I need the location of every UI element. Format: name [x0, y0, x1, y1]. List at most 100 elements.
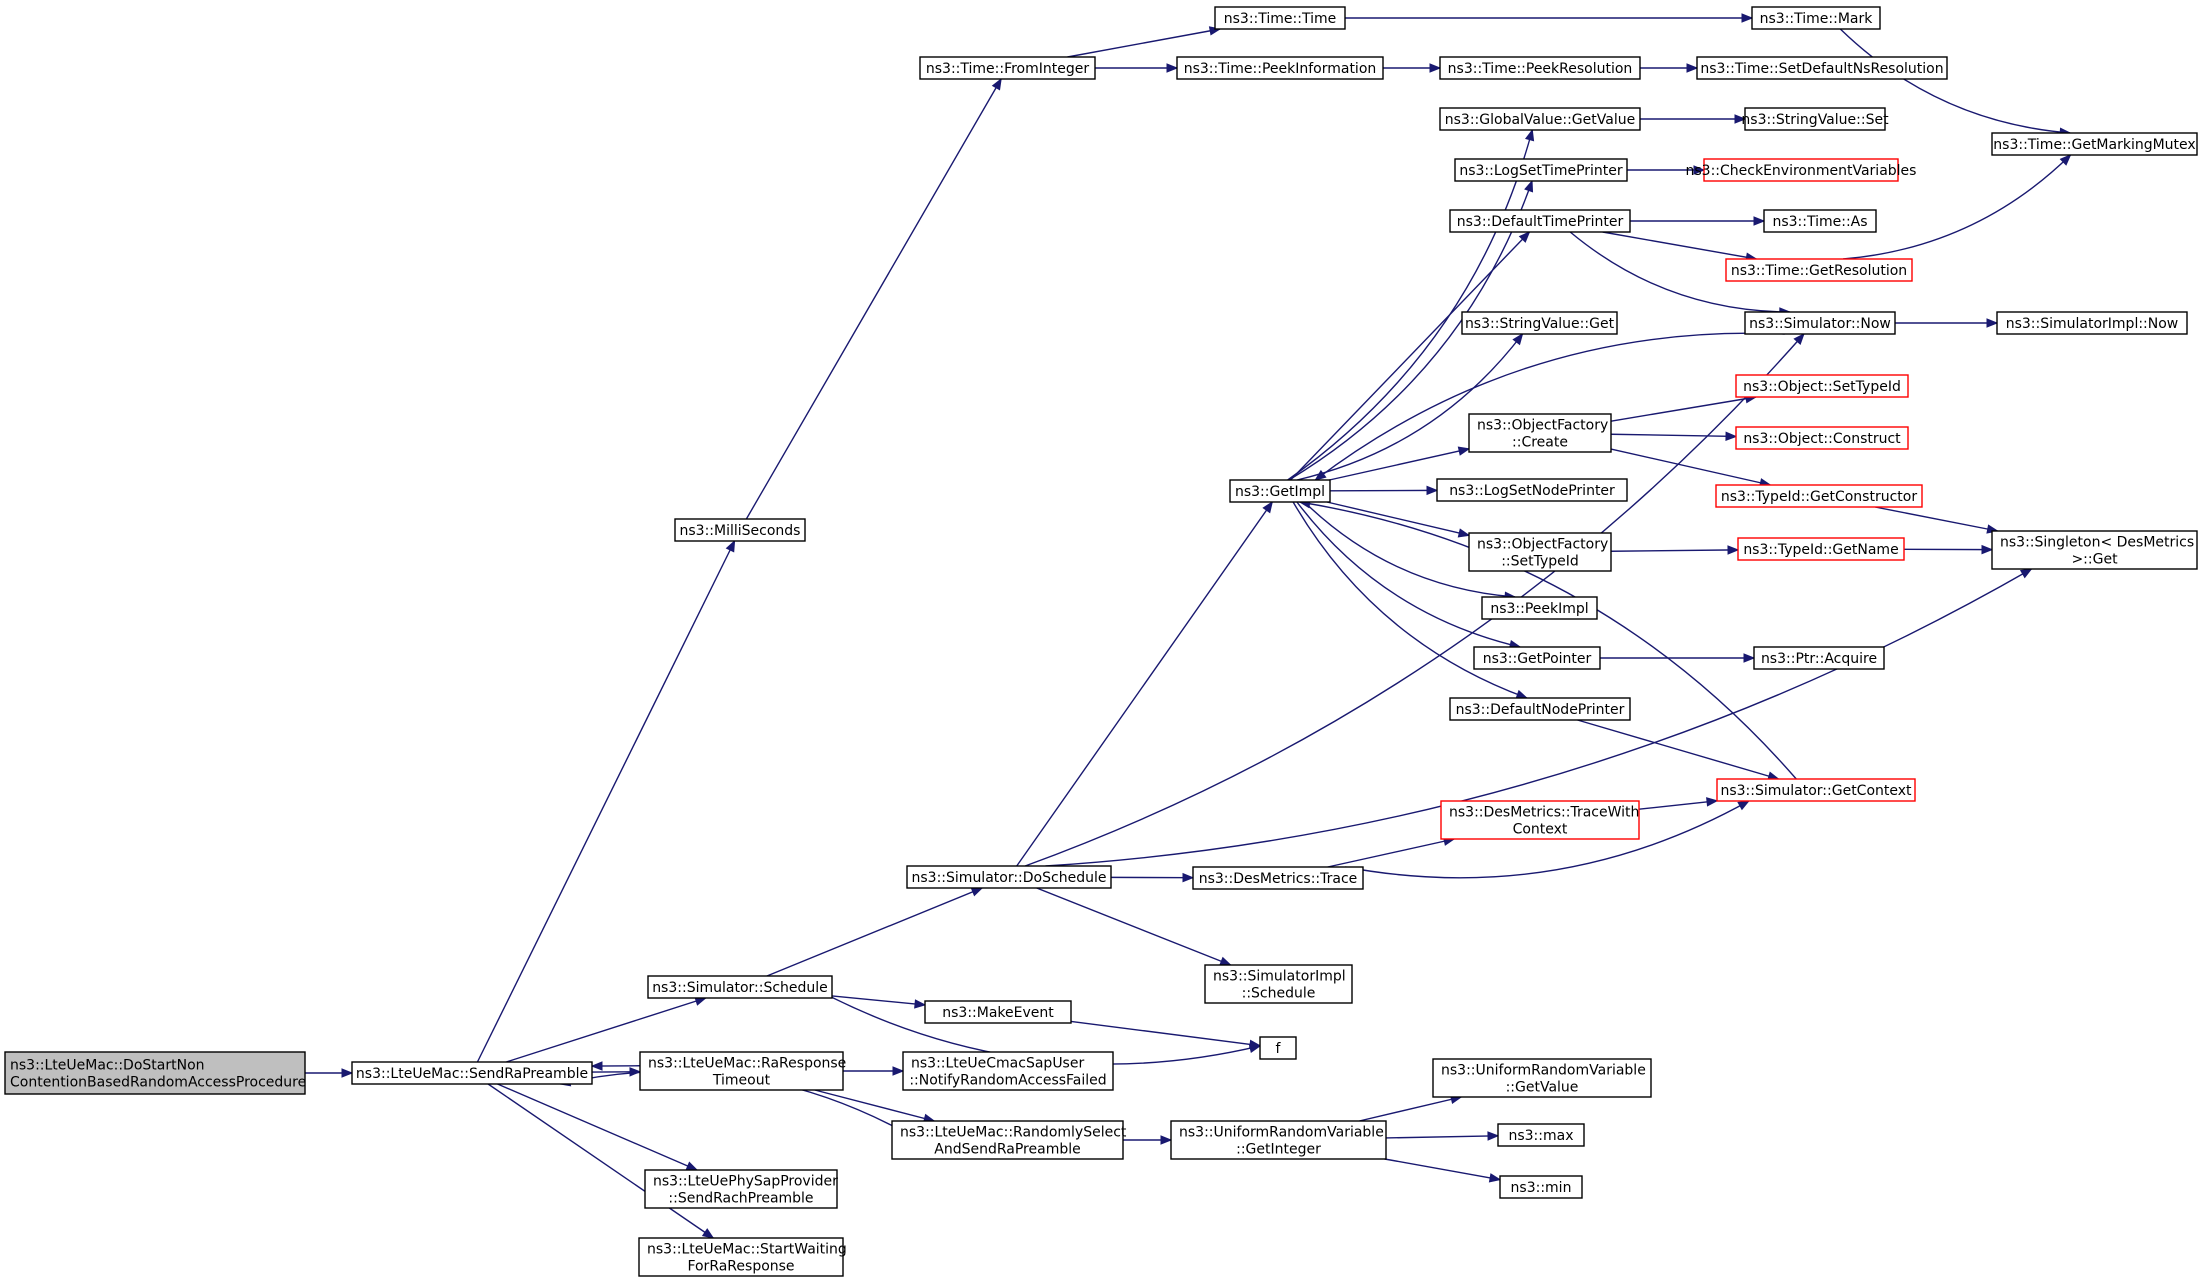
edge-line — [1287, 129, 1533, 481]
edge-logsettime-to-checkenv — [1627, 165, 1706, 175]
node-root[interactable]: ns3::LteUeMac::DoStartNonContentionBased… — [4, 1051, 306, 1095]
edge-line — [831, 995, 926, 1006]
node-box — [1192, 866, 1364, 890]
node-gvgetvalue[interactable]: ns3::GlobalValue::GetValue — [1439, 107, 1641, 131]
node-timetime[interactable]: ns3::Time::Time — [1214, 6, 1346, 30]
node-simschedule[interactable]: ns3::Simulator::Schedule — [647, 975, 833, 999]
edge-peekinfo-to-peekres — [1383, 63, 1442, 73]
node-deftime[interactable]: ns3::DefaultTimePrinter — [1449, 209, 1631, 233]
node-timeas[interactable]: ns3::Time::As — [1763, 209, 1877, 233]
node-notifyra[interactable]: ns3::LteUeCmacSapUser::NotifyRandomAcces… — [902, 1051, 1114, 1091]
edge-line — [1610, 396, 1757, 422]
node-logsetnode[interactable]: ns3::LogSetNodePrinter — [1436, 478, 1628, 502]
node-doschedule[interactable]: ns3::Simulator::DoSchedule — [906, 865, 1112, 889]
node-box — [1468, 532, 1612, 572]
edge-sendra-to-milli — [476, 539, 736, 1063]
edge-doschedule-to-dmtrace — [1110, 872, 1195, 883]
edge-doschedule-to-simimplsched — [1036, 887, 1232, 966]
node-min[interactable]: ns3::min — [1499, 1175, 1583, 1199]
node-ofcreate[interactable]: ns3::ObjectFactory::Create — [1468, 413, 1612, 453]
node-milli[interactable]: ns3::MilliSeconds — [674, 518, 806, 542]
edge-ofsettype-to-tidgetname — [1610, 545, 1740, 555]
node-box — [1454, 158, 1628, 182]
node-label: ns3::Singleton< DesMetrics — [2000, 535, 2194, 551]
node-tidgetctor[interactable]: ns3::TypeId::GetConstructor — [1715, 484, 1923, 508]
node-box — [638, 1237, 844, 1277]
node-label: ns3::Time::Time — [1224, 11, 1336, 27]
edge-line — [1610, 433, 1737, 438]
edge-simnow-to-simimplnow — [1895, 318, 1999, 328]
edge-line — [1610, 549, 1739, 552]
node-defnode[interactable]: ns3::DefaultNodePrinter — [1449, 697, 1631, 721]
node-peekimpl[interactable]: ns3::PeekImpl — [1481, 596, 1598, 620]
node-dmtrace[interactable]: ns3::DesMetrics::Trace — [1192, 866, 1364, 890]
node-logsettime[interactable]: ns3::LogSetTimePrinter — [1454, 158, 1628, 182]
node-label: ns3::DesMetrics::TraceWith — [1449, 805, 1639, 821]
node-objconstruct[interactable]: ns3::Object::Construct — [1735, 426, 1909, 450]
edge-arrowhead — [1262, 500, 1274, 514]
node-box — [1996, 311, 2188, 335]
node-svget[interactable]: ns3::StringValue::Get — [1461, 311, 1618, 335]
edge-line — [1024, 333, 1805, 867]
node-simimplnow[interactable]: ns3::SimulatorImpl::Now — [1996, 311, 2188, 335]
node-timemark[interactable]: ns3::Time::Mark — [1751, 6, 1881, 30]
node-tidgetname[interactable]: ns3::TypeId::GetName — [1737, 537, 1905, 561]
node-makeevent[interactable]: ns3::MakeEvent — [924, 1000, 1072, 1024]
node-getres[interactable]: ns3::Time::GetResolution — [1725, 258, 1913, 282]
node-f[interactable]: f — [1259, 1036, 1297, 1060]
node-peekres[interactable]: ns3::Time::PeekResolution — [1439, 56, 1641, 80]
node-label: ns3::LteUeMac::RandomlySelect — [900, 1125, 1127, 1141]
node-label: Timeout — [712, 1073, 771, 1089]
node-box — [1763, 209, 1877, 233]
node-singleton[interactable]: ns3::Singleton< DesMetrics>::Get — [1991, 530, 2198, 570]
node-box — [1214, 6, 1346, 30]
node-urvgetint[interactable]: ns3::UniformRandomVariable::GetInteger — [1170, 1120, 1387, 1160]
edge-simschedule-to-doschedule — [766, 887, 984, 977]
node-setdefns[interactable]: ns3::Time::SetDefaultNsResolution — [1696, 56, 1948, 80]
node-label: ns3::GlobalValue::GetValue — [1445, 112, 1635, 128]
node-simgetctx[interactable]: ns3::Simulator::GetContext — [1716, 778, 1916, 802]
node-label: ns3::min — [1511, 1180, 1572, 1196]
node-sendrach[interactable]: ns3::LteUePhySapProvider::SendRachPreamb… — [644, 1169, 838, 1209]
node-box — [1744, 311, 1896, 335]
edge-urvgetint-to-urvgetval — [1359, 1094, 1463, 1122]
node-sendra[interactable]: ns3::LteUeMac::SendRaPreamble — [351, 1061, 593, 1085]
node-label: ns3::ObjectFactory — [1477, 418, 1608, 434]
node-objsettype[interactable]: ns3::Object::SetTypeId — [1735, 374, 1909, 398]
node-svset[interactable]: ns3::StringValue::Set — [1741, 107, 1889, 131]
node-label: ::Create — [1512, 435, 1568, 451]
node-randsel[interactable]: ns3::LteUeMac::RandomlySelectAndSendRaPr… — [891, 1120, 1127, 1160]
edges-layer — [305, 13, 2072, 1239]
edge-arrowhead — [1248, 1039, 1262, 1050]
node-urvgetval[interactable]: ns3::UniformRandomVariable::GetValue — [1432, 1058, 1652, 1098]
edge-arrowhead — [1741, 13, 1754, 23]
edge-makeevent-to-f — [1070, 1020, 1262, 1050]
node-label: ns3::Object::Construct — [1743, 431, 1901, 447]
node-max[interactable]: ns3::max — [1497, 1123, 1585, 1147]
node-ofsettype[interactable]: ns3::ObjectFactory::SetTypeId — [1468, 532, 1612, 572]
node-checkenv[interactable]: ns3::CheckEnvironmentVariables — [1686, 158, 1917, 182]
edge-fromint-to-peekinfo — [1095, 63, 1179, 73]
edge-arrowhead — [725, 539, 736, 553]
node-peekinfo[interactable]: ns3::Time::PeekInformation — [1176, 56, 1384, 80]
edge-line — [476, 540, 736, 1063]
edge-sendra-to-simschedule — [506, 996, 708, 1063]
node-simimplsched[interactable]: ns3::SimulatorImpl::Schedule — [1204, 964, 1353, 1004]
node-ptracquire[interactable]: ns3::Ptr::Acquire — [1753, 646, 1885, 670]
edge-getimpl-to-getpointer — [1296, 501, 1522, 650]
node-getimpl[interactable]: ns3::GetImpl — [1229, 479, 1331, 503]
node-label: ns3::Ptr::Acquire — [1761, 651, 1877, 667]
edge-line — [1359, 1096, 1462, 1122]
node-getpointer[interactable]: ns3::GetPointer — [1473, 646, 1601, 670]
edge-arrowhead — [1706, 797, 1719, 807]
edge-arrowhead — [341, 1068, 354, 1078]
node-fromint[interactable]: ns3::Time::FromInteger — [919, 56, 1096, 80]
edge-line — [1602, 231, 1757, 260]
node-label: ns3::ObjectFactory — [1477, 537, 1608, 553]
node-getmarkmutex[interactable]: ns3::Time::GetMarkingMutex — [1991, 132, 2198, 156]
node-simnow[interactable]: ns3::Simulator::Now — [1744, 311, 1896, 335]
